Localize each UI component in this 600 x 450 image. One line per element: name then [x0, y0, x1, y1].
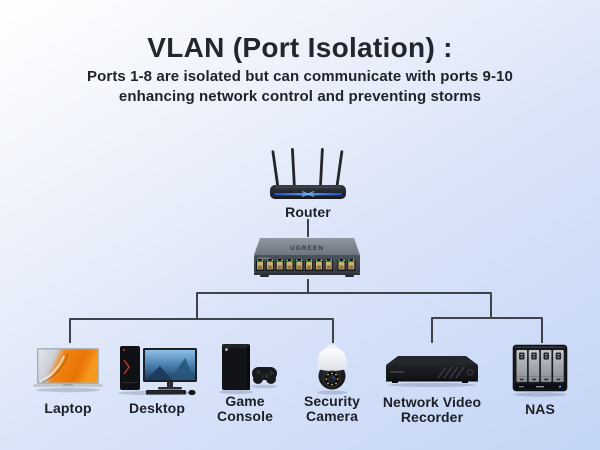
- nvr-icon: [386, 356, 478, 387]
- game-console-label: Game Console: [217, 393, 273, 424]
- nas-icon: [512, 344, 568, 397]
- router-icon: [270, 148, 346, 199]
- nas-drive-bays: [516, 350, 564, 382]
- switch-top-face: [254, 238, 360, 255]
- subtitle-line-1: Ports 1-8 are isolated but can communica…: [87, 68, 513, 85]
- console-controller: [252, 367, 277, 384]
- nvr-front-face: [386, 365, 478, 380]
- camera-led-ring: [325, 372, 339, 386]
- desktop-label: Desktop: [129, 400, 185, 416]
- game-console-icon: [219, 344, 277, 394]
- page-title: VLAN (Port Isolation) :: [147, 32, 453, 63]
- desktop-mouse: [188, 389, 196, 396]
- switch-ports: [256, 259, 356, 271]
- security-camera-label: Security Camera: [303, 393, 361, 424]
- subtitle-line-2: enhancing network control and preventing…: [118, 88, 482, 105]
- nvr-top-face: [386, 356, 478, 365]
- router-antennas: [271, 148, 344, 188]
- line-right-bracket: [431, 317, 543, 343]
- console-tower: [222, 344, 250, 390]
- line-trunk-bracket: [196, 292, 492, 319]
- security-camera-icon: [317, 344, 347, 395]
- nas-label: NAS: [525, 401, 555, 417]
- desktop-icon: [118, 346, 197, 396]
- switch-icon: UGREEN: [254, 238, 360, 277]
- nvr-label: Network Video Recorder: [382, 394, 482, 425]
- camera-lens: [328, 375, 336, 383]
- router-label: Router: [285, 204, 331, 220]
- laptop-label: Laptop: [44, 400, 92, 416]
- desktop-tower: [120, 346, 140, 390]
- nvr-stripes: [437, 366, 465, 379]
- switch-brand-text: UGREEN: [290, 245, 324, 252]
- page-subtitle: Ports 1-8 are isolated but can communica…: [0, 67, 600, 107]
- line-left-bracket: [69, 318, 334, 343]
- desktop-keyboard: [146, 390, 186, 395]
- camera-dome: [317, 347, 347, 371]
- laptop-icon: [33, 348, 103, 393]
